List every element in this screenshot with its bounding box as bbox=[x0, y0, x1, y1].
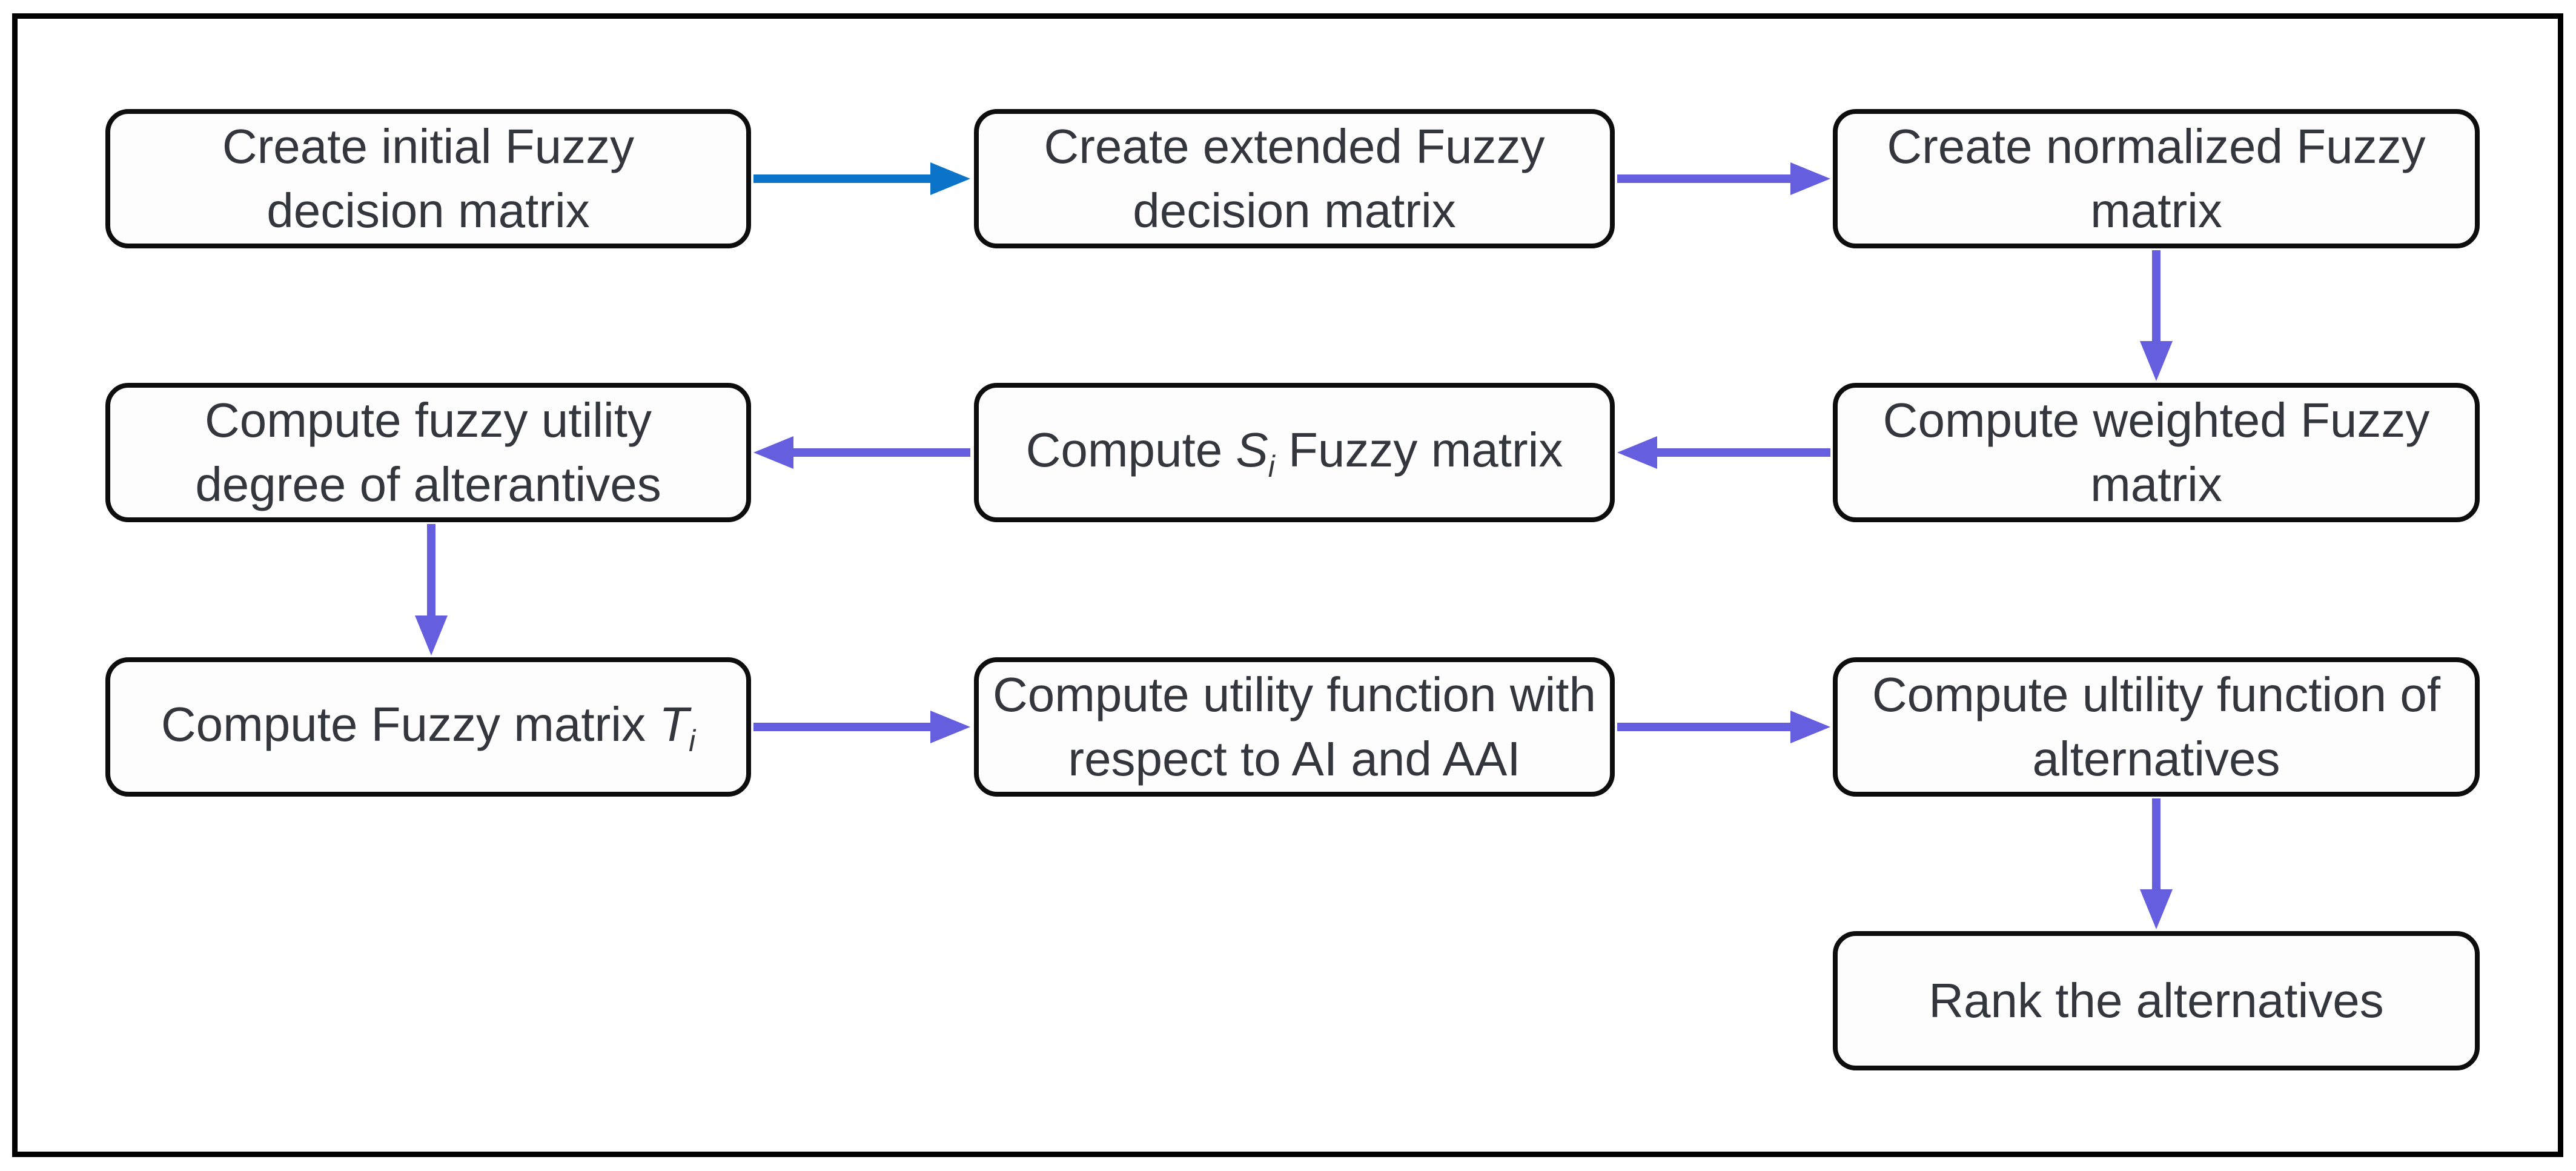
node-rank-alternatives: Rank the alternatives bbox=[1833, 931, 2480, 1070]
arrow-n5-to-n4 bbox=[753, 434, 970, 471]
diagram-border bbox=[12, 13, 2563, 1157]
node-si-fuzzy-matrix: Compute Si Fuzzy matrix bbox=[974, 383, 1615, 522]
node-utility-function-alternatives: Compute ultility function of alternative… bbox=[1833, 657, 2480, 797]
arrowhead-down-icon bbox=[2140, 341, 2173, 381]
arrow-shaft bbox=[427, 524, 435, 615]
arrow-n2-to-n3 bbox=[1617, 161, 1830, 197]
arrow-shaft bbox=[753, 723, 930, 731]
arrowhead-right-icon bbox=[930, 162, 970, 195]
arrowhead-right-icon bbox=[930, 711, 970, 743]
node-utility-function-ai-aai: Compute utility function with respect to… bbox=[974, 657, 1615, 797]
node-label: Compute utility function with respect to… bbox=[992, 668, 1596, 786]
arrowhead-down-icon bbox=[2140, 889, 2173, 929]
arrow-shaft bbox=[1657, 448, 1830, 457]
node-fuzzy-utility-degree: Compute fuzzy utility degree of alterant… bbox=[105, 383, 751, 522]
node-label: Create initial Fuzzy decision matrix bbox=[222, 119, 635, 237]
arrow-shaft bbox=[1617, 174, 1790, 183]
arrowhead-right-icon bbox=[1790, 162, 1830, 195]
node-label: Compute ultility function of alternative… bbox=[1872, 668, 2441, 786]
node-label: Create extended Fuzzy decision matrix bbox=[1044, 119, 1545, 237]
node-weighted-fuzzy-matrix: Compute weighted Fuzzy matrix bbox=[1833, 383, 2480, 522]
arrow-shaft bbox=[2152, 250, 2160, 341]
node-label: Create normalized Fuzzy matrix bbox=[1887, 119, 2426, 237]
node-label: Compute weighted Fuzzy matrix bbox=[1882, 393, 2430, 511]
node-label: Compute Fuzzy matrix Ti bbox=[161, 697, 696, 758]
node-label: Compute fuzzy utility degree of alterant… bbox=[195, 393, 661, 511]
arrow-n3-to-n6 bbox=[2137, 250, 2175, 381]
arrow-shaft bbox=[1617, 723, 1790, 731]
arrow-n6-to-n5 bbox=[1617, 434, 1830, 471]
arrow-shaft bbox=[2152, 798, 2160, 889]
arrow-n8-to-n9 bbox=[1617, 709, 1830, 745]
arrowhead-left-icon bbox=[1617, 436, 1657, 469]
arrow-n4-to-n7 bbox=[412, 524, 450, 655]
arrow-shaft bbox=[793, 448, 970, 457]
node-normalized-fuzzy-matrix: Create normalized Fuzzy matrix bbox=[1833, 109, 2480, 248]
arrowhead-right-icon bbox=[1790, 711, 1830, 743]
node-label: Rank the alternatives bbox=[1929, 974, 2384, 1028]
arrow-shaft bbox=[753, 174, 930, 183]
arrow-n1-to-n2 bbox=[753, 161, 970, 197]
arrowhead-left-icon bbox=[753, 436, 793, 469]
node-initial-fuzzy-decision-matrix: Create initial Fuzzy decision matrix bbox=[105, 109, 751, 248]
arrowhead-down-icon bbox=[415, 615, 448, 655]
node-label: Compute Si Fuzzy matrix bbox=[1025, 423, 1563, 484]
arrow-n9-to-n10 bbox=[2137, 798, 2175, 929]
node-ti-fuzzy-matrix: Compute Fuzzy matrix Ti bbox=[105, 657, 751, 797]
node-extended-fuzzy-decision-matrix: Create extended Fuzzy decision matrix bbox=[974, 109, 1615, 248]
arrow-n7-to-n8 bbox=[753, 709, 970, 745]
